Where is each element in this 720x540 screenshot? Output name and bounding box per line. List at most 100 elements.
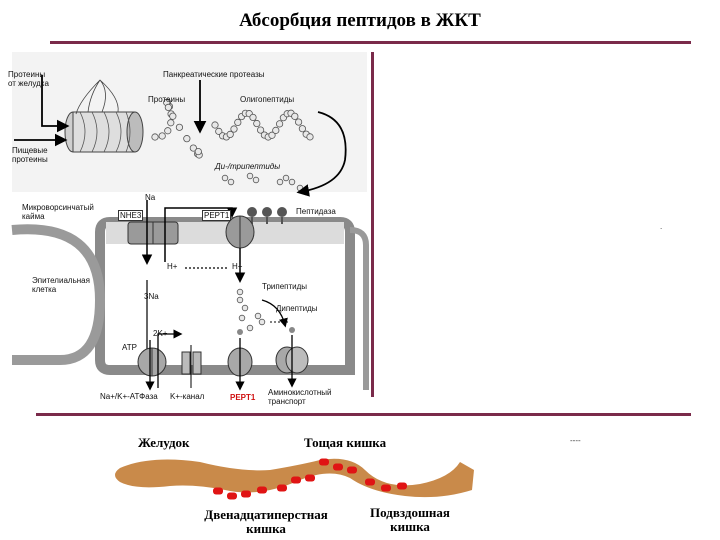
protein-bundle-icon [64,79,144,153]
peptide-bead [246,324,254,332]
peptide-bead [189,144,197,152]
arrow-oligo-to-di [296,111,347,197]
peptide-bead [306,133,314,141]
peptide-bead [175,123,184,131]
arrow-stomach-protein [41,75,70,133]
label-atp: ATP [122,343,137,352]
peptide-bead [238,314,246,322]
gut-dot [241,490,251,498]
label-h-right: H+ [232,262,243,271]
peptide-bead [294,118,303,126]
label-peptidase: Пептидаза [296,207,336,216]
gut-dot [213,487,223,495]
peptide-bead [253,119,261,128]
gut-dot [319,458,329,466]
label-pept1-bottom: PEPT1 [230,393,256,402]
gut-dot [397,482,407,490]
peptide-bead [164,103,172,112]
peptide-bead [236,296,244,304]
label-microvilli: Микроворсинчатый кайма [22,203,94,221]
gut-dot [277,484,287,492]
peptide-bead [272,126,280,134]
label-di-tripeptides: Ди-/трипептиды [215,162,281,171]
label-pept1-top: PEPT1 [202,210,232,221]
intracellular-peptides [236,288,266,332]
gut-dot [365,478,375,486]
dash-right: . [660,222,663,231]
peptide-bead [249,113,257,122]
label-duodenum: Двенадцатиперстная кишка [204,507,328,536]
peptide-bead [164,127,172,135]
peptide-bead [211,121,219,129]
peptide-bead [236,288,244,296]
label-proteins: Протеины [148,95,186,104]
peptidase-icon [247,207,287,224]
peptide-bead [183,135,191,143]
peptide-bead [234,118,242,126]
label-nhe3: NHE3 [118,210,144,221]
gut-dot [347,466,357,474]
vertical-rule [371,52,374,397]
top-rule [50,41,691,44]
label-pancreatic-proteases: Панкреатические протеазы [163,70,265,79]
label-dipeptides: Дипептиды [276,304,318,313]
peptide-bead [275,120,284,128]
arrow-k-in [157,329,183,388]
peptide-bead [254,312,262,320]
neighbour-cell-right [349,227,369,390]
peptide-bead [158,132,166,140]
label-jejunum: Тощая кишка [304,435,387,450]
arrow-h-out [164,207,238,262]
k-channel-icon-b [192,351,202,375]
peptide-bead [282,174,290,182]
middle-rule [36,413,691,416]
k-channel-icon-a [181,351,191,375]
peptide-bead [221,174,229,182]
peptide-bead [226,130,234,139]
arrow-tripeptide-hydrolysis [261,299,288,328]
peptide-bead [246,172,254,180]
peptide-bead [227,178,235,186]
peptide-bead [230,125,238,133]
peptide-bead [258,318,266,326]
label-three-na: 3Na [144,292,159,301]
page-title: Абсорбция пептидов в ЖКТ [239,10,481,31]
peptide-bead [276,178,284,186]
dash-bottom: ---- [570,436,581,445]
peptide-bead [252,176,260,184]
label-enterocyte: Эпителиальная клетка [32,276,90,294]
label-k-channel: K+-канал [170,392,205,401]
label-amino-transport: Аминокислотный транспорт [268,388,332,406]
label-h-left: H+ [167,262,178,271]
label-na-k-atpase: Na+/K+-АТФаза [100,392,158,401]
na-k-atpase-icon [137,347,167,377]
peptide-bead [256,126,265,134]
peptide-bead [296,184,304,192]
peptide-bead [288,178,296,186]
peptide-bead [291,112,299,120]
peptide-bead [169,112,177,120]
label-two-k: 2K+ [153,329,168,338]
gut-dots [213,458,407,500]
label-food-proteins: Пищевые протеины [12,146,48,164]
peptide-bead [241,304,249,312]
gut-dot [227,492,237,500]
gut-dot [291,476,301,484]
label-oligopeptides: Олигопептиды [240,95,295,104]
gut-dot [381,484,391,492]
peptide-bead [298,125,306,133]
peptide-bead [151,133,159,141]
peptide-bead [167,119,175,127]
peptide-bead [194,147,202,156]
label-stomach: Желудок [138,435,190,450]
gut-dot [305,474,315,482]
label-tripeptides: Трипептиды [262,282,308,291]
label-proteins-stomach: Протеины от желудка [8,70,49,88]
peptide-bead [268,131,276,139]
enterocyte-cell [95,217,355,375]
label-na: Na [145,193,156,202]
label-ileum: Подвздошная кишка [370,505,450,534]
gut-dot [333,463,343,471]
neighbour-cell-left [11,224,106,365]
